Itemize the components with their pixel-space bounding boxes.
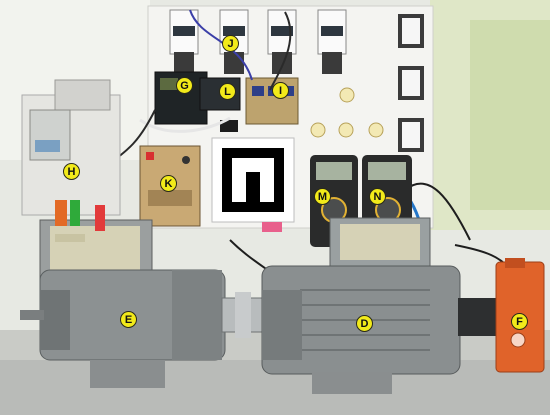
label-m: M: [314, 188, 331, 205]
label-k: K: [160, 175, 177, 192]
label-n: N: [369, 188, 386, 205]
fiducial-marker: [211, 137, 295, 223]
contactor-row: [169, 9, 347, 74]
label-f: F: [511, 313, 528, 330]
relay-column: [398, 14, 424, 152]
label-e: E: [120, 311, 137, 328]
label-i: I: [272, 82, 289, 99]
indicator-lamps: [310, 87, 384, 138]
label-j: J: [222, 35, 239, 52]
label-h: H: [63, 163, 80, 180]
label-g: G: [176, 77, 193, 94]
label-d: D: [356, 315, 373, 332]
motor-e: [20, 200, 226, 388]
label-l: L: [219, 83, 236, 100]
